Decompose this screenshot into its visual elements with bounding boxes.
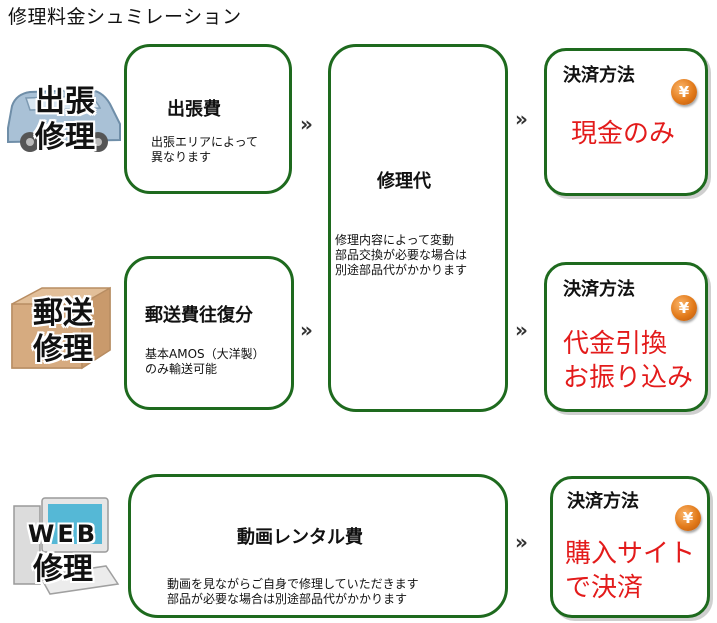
yen-coin-icon: ¥ — [671, 295, 697, 321]
web-fee-text: 動画を見ながらご自身で修理していただきます 部品が必要な場合は別途部品代がかかり… — [167, 577, 419, 606]
row-label-trip: 出張 修理 — [35, 84, 95, 155]
repair-cost-title: 修理代 — [377, 171, 431, 192]
computer-icon — [10, 496, 120, 596]
yen-coin-icon: ¥ — [675, 505, 701, 531]
payment-box-1: 決済方法 ¥ 現金のみ — [544, 48, 708, 196]
payment-value: 代金引換 お振り込み — [563, 329, 694, 393]
arrow-cost-to-pay-2: » — [515, 318, 528, 342]
mail-fee-box: 郵送費往復分 基本AMOS（大洋製） のみ輸送可能 — [124, 256, 294, 410]
arrow-trip-to-cost: » — [300, 112, 313, 136]
page-title: 修理料金シュミレーション — [8, 6, 242, 28]
trip-fee-text: 出張エリアによって 異なります — [151, 135, 259, 164]
payment-title: 決済方法 — [563, 279, 635, 300]
trip-fee-title: 出張費 — [167, 99, 221, 120]
repair-cost-box: 修理代 修理内容によって変動 部品交換が必要な場合は 別途部品代がかかります — [328, 44, 508, 412]
arrow-cost-to-pay-1: » — [515, 107, 528, 131]
row-label-mail: 郵送 修理 — [33, 296, 93, 367]
mail-fee-title: 郵送費往復分 — [145, 305, 253, 326]
web-fee-title: 動画レンタル費 — [237, 527, 363, 548]
payment-title: 決済方法 — [567, 491, 639, 512]
arrow-web-to-pay: » — [515, 530, 528, 554]
row-label-web: WEB 修理 — [27, 520, 99, 587]
payment-title: 決済方法 — [563, 65, 635, 86]
arrow-mail-to-cost: » — [300, 318, 313, 342]
car-icon — [2, 84, 126, 154]
payment-box-3: 決済方法 ¥ 購入サイト で決済 — [550, 476, 710, 618]
trip-fee-box: 出張費 出張エリアによって 異なります — [124, 44, 292, 194]
web-fee-box: 動画レンタル費 動画を見ながらご自身で修理していただきます 部品が必要な場合は別… — [128, 474, 508, 618]
payment-value: 購入サイト で決済 — [565, 539, 696, 603]
repair-cost-text: 修理内容によって変動 部品交換が必要な場合は 別途部品代がかかります — [335, 233, 468, 277]
yen-coin-icon: ¥ — [671, 79, 697, 105]
mail-fee-text: 基本AMOS（大洋製） のみ輸送可能 — [145, 347, 265, 376]
payment-value: 現金のみ — [571, 119, 676, 149]
payment-box-2: 決済方法 ¥ 代金引換 お振り込み — [544, 262, 708, 412]
parcel-box-icon — [6, 284, 116, 370]
